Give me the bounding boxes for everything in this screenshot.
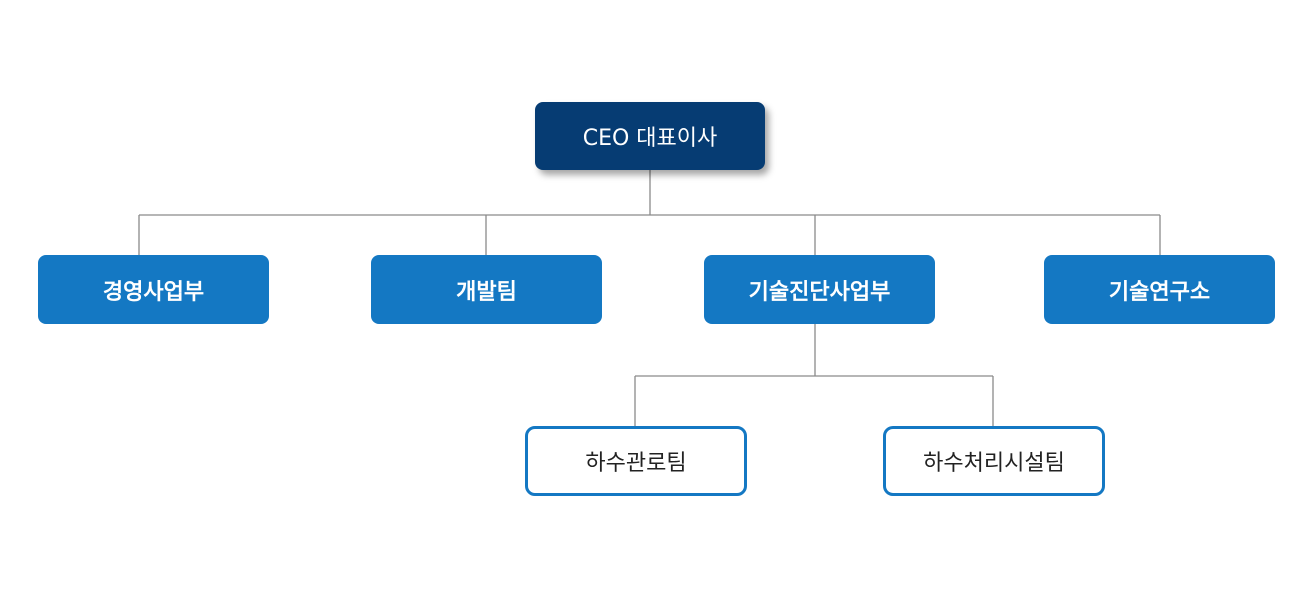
department-label: 개발팀 (456, 279, 517, 305)
department-label: 기술진단사업부 (748, 279, 891, 305)
ceo-box: CEO 대표이사 (535, 102, 765, 170)
team-box-sewer-pipeline: 하수관로팀 (525, 426, 747, 496)
department-label: 기술연구소 (1108, 279, 1211, 305)
department-label: 경영사업부 (102, 279, 205, 305)
team-box-sewage-treatment-facility: 하수처리시설팀 (883, 426, 1105, 496)
department-box-technical-diagnosis: 기술진단사업부 (704, 255, 935, 324)
department-box-research-lab: 기술연구소 (1044, 255, 1275, 324)
team-label: 하수관로팀 (585, 451, 687, 476)
department-box-management: 경영사업부 (38, 255, 269, 324)
ceo-label: CEO 대표이사 (582, 126, 718, 151)
team-label: 하수처리시설팀 (923, 451, 1065, 476)
department-box-development: 개발팀 (371, 255, 602, 324)
